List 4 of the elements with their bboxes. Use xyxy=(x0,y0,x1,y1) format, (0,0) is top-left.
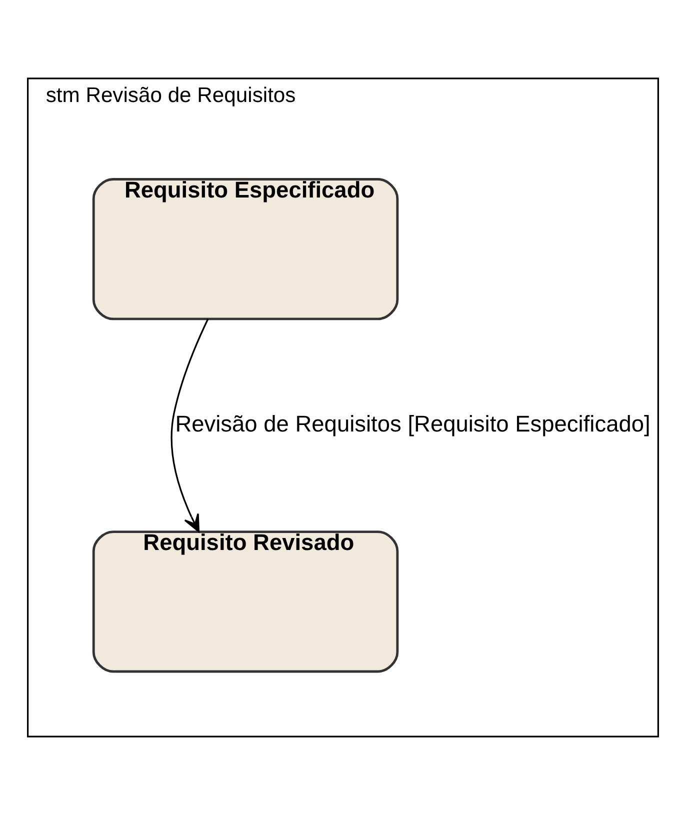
arrow xyxy=(170,318,209,532)
edge-label: Revisão de Requisitos [Requisito Especificado] xyxy=(175,410,650,436)
node-box: Requisito Especificado xyxy=(92,178,399,320)
node-box: Requisito Revisado xyxy=(92,530,399,672)
